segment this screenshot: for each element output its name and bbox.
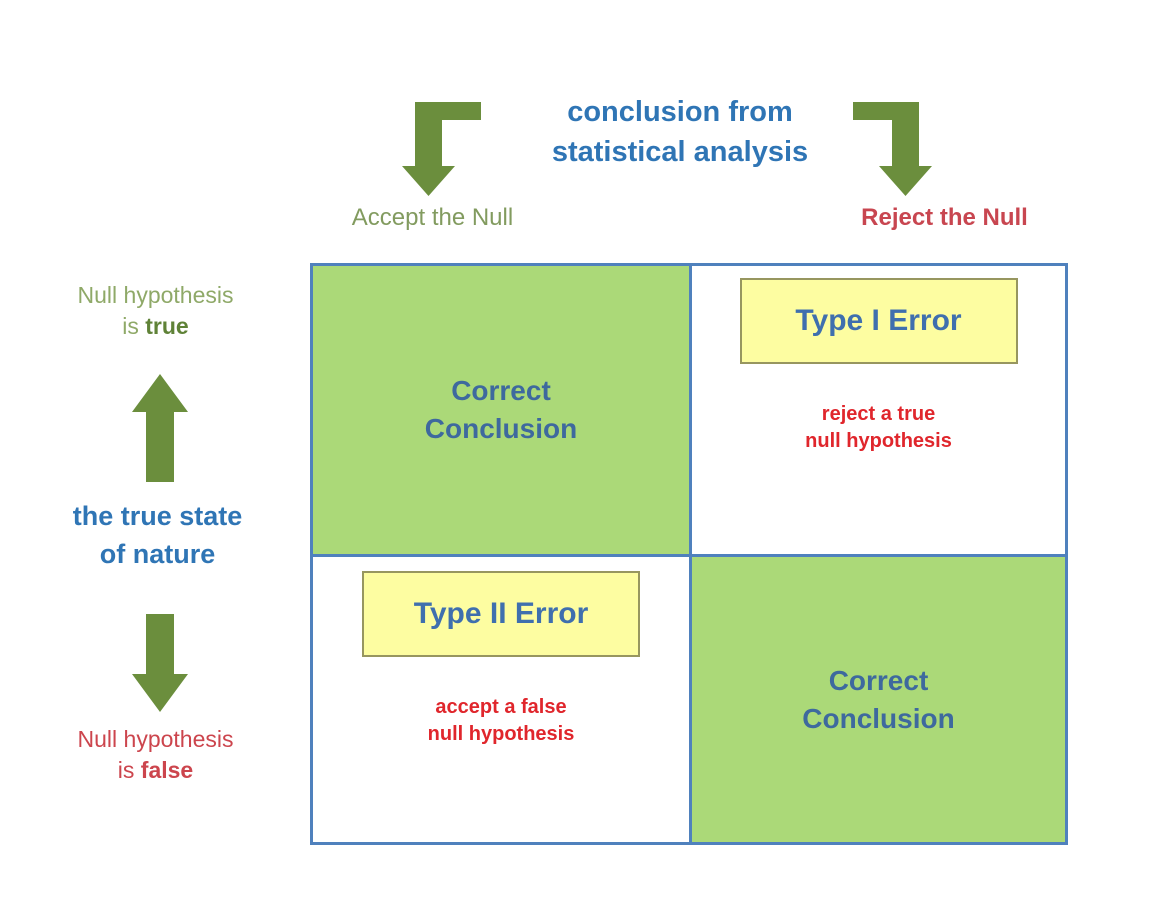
block-down-arrow-icon [132,614,188,712]
error-matrix: Correct Conclusion Type I Error reject a… [310,263,1068,845]
axis-label-line2: of nature [99,539,216,569]
elbow-down-arrow-left-icon [402,102,481,196]
type-1-error-box: Type I Error [739,278,1018,364]
cell-correct-conclusion-top-left: Correct Conclusion [313,266,689,554]
correct-conclusion-label: Correct Conclusion [802,664,955,734]
cell-correct-conclusion-bottom-right: Correct Conclusion [689,554,1065,842]
type-1-error-description: reject a true null hypothesis [805,403,952,452]
row-label-null-true-line2: is true [122,313,189,339]
column-label-reject-null: Reject the Null [861,204,1028,231]
type-2-error-box: Type II Error [362,571,640,657]
row-label-null-false: Null hypothesis is false [38,724,273,786]
cell-type-2-error: Type II Error accept a false null hypoth… [313,554,689,842]
axis-label-true-state: the true state of nature [25,497,290,573]
type-2-error-title: Type II Error [413,597,589,630]
block-up-arrow-icon [132,374,188,482]
page-title-line1: conclusion from [567,96,793,128]
page-title-line2: statistical analysis [551,136,809,168]
axis-label-line1: the true state [72,501,243,531]
correct-conclusion-label: Correct Conclusion [424,375,578,444]
row-label-null-true: Null hypothesis is true [38,280,273,342]
row-label-null-false-line1: Null hypothesis [77,726,234,752]
page-title: conclusion from statistical analysis [490,92,870,172]
column-label-accept-null: Accept the Null [351,204,514,231]
type-1-error-title: Type I Error [795,304,962,337]
row-label-null-false-line2: is false [117,757,194,783]
cell-type-1-error: Type I Error reject a true null hypothes… [689,266,1065,554]
row-label-null-true-line1: Null hypothesis [77,282,234,308]
type-2-error-description: accept a false null hypothesis [427,696,575,745]
elbow-down-arrow-right-icon [853,102,932,196]
